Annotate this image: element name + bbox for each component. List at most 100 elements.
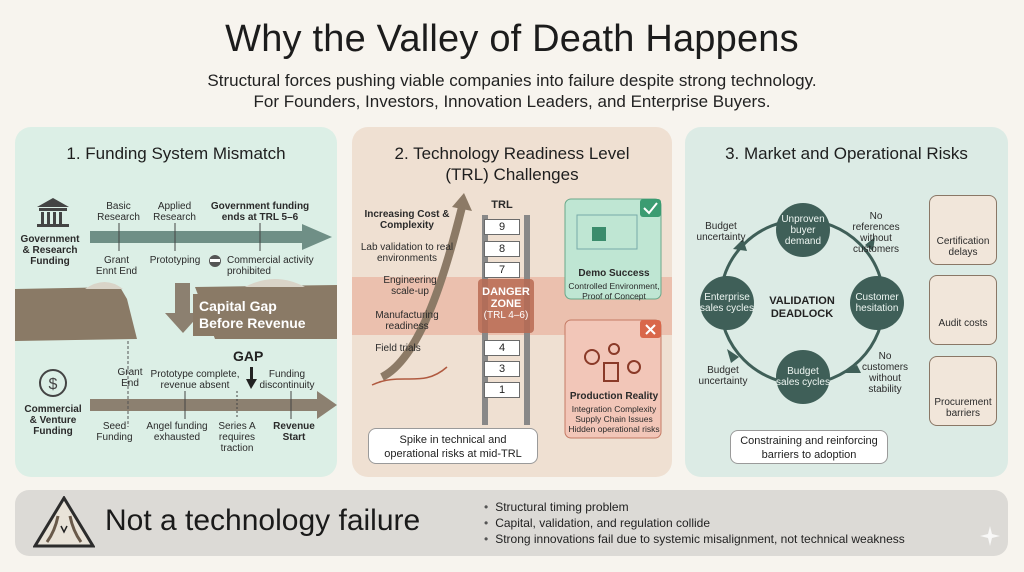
prototyping-label: Prototyping bbox=[149, 255, 201, 266]
svg-text:$: $ bbox=[49, 376, 58, 393]
production-reality-title: Production Reality bbox=[569, 391, 659, 402]
danger-text: DANGER bbox=[482, 286, 530, 298]
gap-label: GAP bbox=[233, 348, 264, 364]
gap-down-arrow bbox=[165, 283, 201, 333]
capital-gap-label: Capital Gap Before Revenue bbox=[193, 294, 313, 336]
trl-callout: Spike in technical and operational risks… bbox=[368, 428, 538, 464]
funding-diagram: $ bbox=[15, 198, 337, 427]
danger-zone-box bbox=[478, 279, 534, 333]
valley-icon bbox=[33, 496, 95, 548]
cycle-arrowhead bbox=[845, 365, 861, 373]
angel-funding-label: Angel funding exhausted bbox=[146, 421, 208, 443]
cycle-arrowhead bbox=[733, 239, 747, 251]
lab-validation-label: Lab validation to real environments bbox=[360, 242, 454, 264]
gov-funding-arrow bbox=[90, 231, 302, 243]
funding-panel-title: 1. Funding System Mismatch bbox=[66, 144, 286, 163]
commercial-funding-label: Commercial & Venture Funding bbox=[24, 404, 82, 437]
footer-headline: Not a technology failure bbox=[105, 504, 421, 537]
validation-text: VALIDATION bbox=[769, 295, 835, 307]
footer-bullet: Capital, validation, and regulation coll… bbox=[484, 515, 984, 531]
rock bbox=[245, 279, 305, 287]
series-a-label: Series A requires traction bbox=[218, 421, 256, 454]
danger-zone-label: DANGER ZONE (TRL 4–6) bbox=[478, 286, 534, 322]
grant-end-label: Grant Ennt End bbox=[95, 255, 138, 277]
prohibited-icon-bar bbox=[210, 259, 220, 262]
procurement-label: Procurement barriers bbox=[934, 397, 992, 419]
certification-box bbox=[929, 195, 997, 265]
production-item: Hidden operational risks bbox=[568, 424, 660, 434]
check-icon bbox=[640, 199, 661, 217]
procurement-box bbox=[929, 356, 997, 426]
trl-header: TRL bbox=[491, 199, 513, 211]
cycle-node-budget-sales: Budget sales cycles bbox=[776, 350, 830, 404]
field-trials-label: Field trials bbox=[375, 343, 421, 354]
basic-research-label: Basic Research bbox=[97, 201, 140, 223]
applied-research-label: Applied Research bbox=[153, 201, 196, 223]
trl-range-text: (TRL 4–6) bbox=[483, 310, 529, 321]
sparkle-icon bbox=[980, 526, 1000, 546]
gov-funding-ends-label: Government funding ends at TRL 5–6 bbox=[210, 201, 310, 223]
page-title: Why the Valley of Death Happens bbox=[225, 18, 799, 60]
validation-deadlock-label: VALIDATION DEADLOCK bbox=[754, 295, 850, 321]
cliff-left bbox=[15, 287, 137, 341]
trl-rung: 7 bbox=[484, 262, 520, 278]
commercial-prohibited-label: Commercial activity prohibited bbox=[227, 255, 314, 277]
production-box bbox=[564, 319, 662, 439]
no-customers-label: No customers without stability bbox=[861, 351, 909, 395]
audit-box bbox=[929, 275, 997, 345]
gears-icon bbox=[584, 343, 641, 382]
revenue-start-label: Revenue Start bbox=[273, 421, 315, 443]
gov-funding-label: Government & Research Funding bbox=[20, 234, 80, 267]
cycle-arrowhead bbox=[727, 349, 739, 363]
trl-rung: 4 bbox=[484, 340, 520, 356]
trl-rung: 3 bbox=[484, 361, 520, 377]
budget-uncertainty-label-2: Budget uncertainty bbox=[698, 365, 748, 387]
trl-panel-title-2: (TRL) Challenges bbox=[445, 165, 579, 184]
subtitle-line-2: For Founders, Investors, Innovation Lead… bbox=[253, 92, 771, 111]
rock bbox=[85, 282, 123, 289]
cycle-arrowhead bbox=[865, 237, 875, 251]
risk-squiggle bbox=[371, 366, 448, 386]
commercial-funding-arrow bbox=[90, 399, 322, 411]
cycle-node-customer-hesitation: Customer hesitation bbox=[850, 276, 904, 330]
market-panel-title: 3. Market and Operational Risks bbox=[725, 144, 968, 163]
trl-diagram bbox=[352, 193, 672, 439]
prototype-complete-label: Prototype complete, revenue absent bbox=[150, 369, 240, 391]
budget-uncertainty-label: Budget uncertainty bbox=[696, 221, 746, 243]
footer-bullet: Structural timing problem bbox=[484, 499, 984, 515]
market-callout: Constraining and reinforcing barriers to… bbox=[730, 430, 888, 464]
footer-bullets: Structural timing problem Capital, valid… bbox=[484, 499, 984, 547]
footer-bullet: Strong innovations fail due to systemic … bbox=[484, 531, 984, 547]
commercial-funding-arrowhead bbox=[317, 391, 337, 419]
seed-funding-label: Seed Funding bbox=[96, 421, 133, 443]
no-references-label: No references without customers bbox=[852, 211, 900, 255]
trl-panel-title-1: 2. Technology Readiness Level bbox=[394, 144, 630, 163]
cost-complexity-label: Increasing Cost & Complexity bbox=[364, 209, 450, 231]
subtitle-line-1: Structural forces pushing viable compani… bbox=[207, 71, 817, 90]
manufacturing-readiness-label: Manufacturing readiness bbox=[375, 310, 439, 332]
gap-marker-arrow bbox=[246, 367, 257, 389]
zone-text: ZONE bbox=[490, 298, 522, 310]
gov-funding-arrowhead bbox=[302, 224, 332, 250]
bank-icon bbox=[37, 198, 69, 227]
trl-rung: 1 bbox=[484, 382, 520, 398]
trl-rung: 8 bbox=[484, 241, 520, 257]
deadlock-text: DEADLOCK bbox=[770, 308, 834, 320]
cycle-node-unproven-demand: Unproven buyer demand bbox=[776, 203, 830, 257]
production-item: Integration Complexity bbox=[571, 404, 657, 414]
demo-success-title: Demo Success bbox=[578, 268, 650, 279]
cost-curve bbox=[379, 206, 466, 381]
demo-success-sub: Controlled Environment, Proof of Concept bbox=[568, 281, 660, 301]
cycle-node-enterprise-sales: Enterprise sales cycles bbox=[700, 276, 754, 330]
funding-discontinuity-label: Funding discontinuity bbox=[259, 369, 315, 391]
audit-label: Audit costs bbox=[938, 318, 988, 329]
trl-rung: 9 bbox=[484, 219, 520, 235]
engineering-scaleup-label: Engineering scale-up bbox=[383, 275, 437, 297]
dollar-icon bbox=[39, 369, 67, 397]
cost-curve-arrowhead bbox=[452, 193, 472, 211]
grant-end-label-2: Grant End bbox=[117, 367, 143, 389]
page-subtitle: Structural forces pushing viable compani… bbox=[0, 70, 1024, 112]
lab-illustration bbox=[576, 214, 638, 250]
production-item: Supply Chain Issues bbox=[575, 414, 653, 424]
certification-label: Certification delays bbox=[936, 236, 990, 258]
